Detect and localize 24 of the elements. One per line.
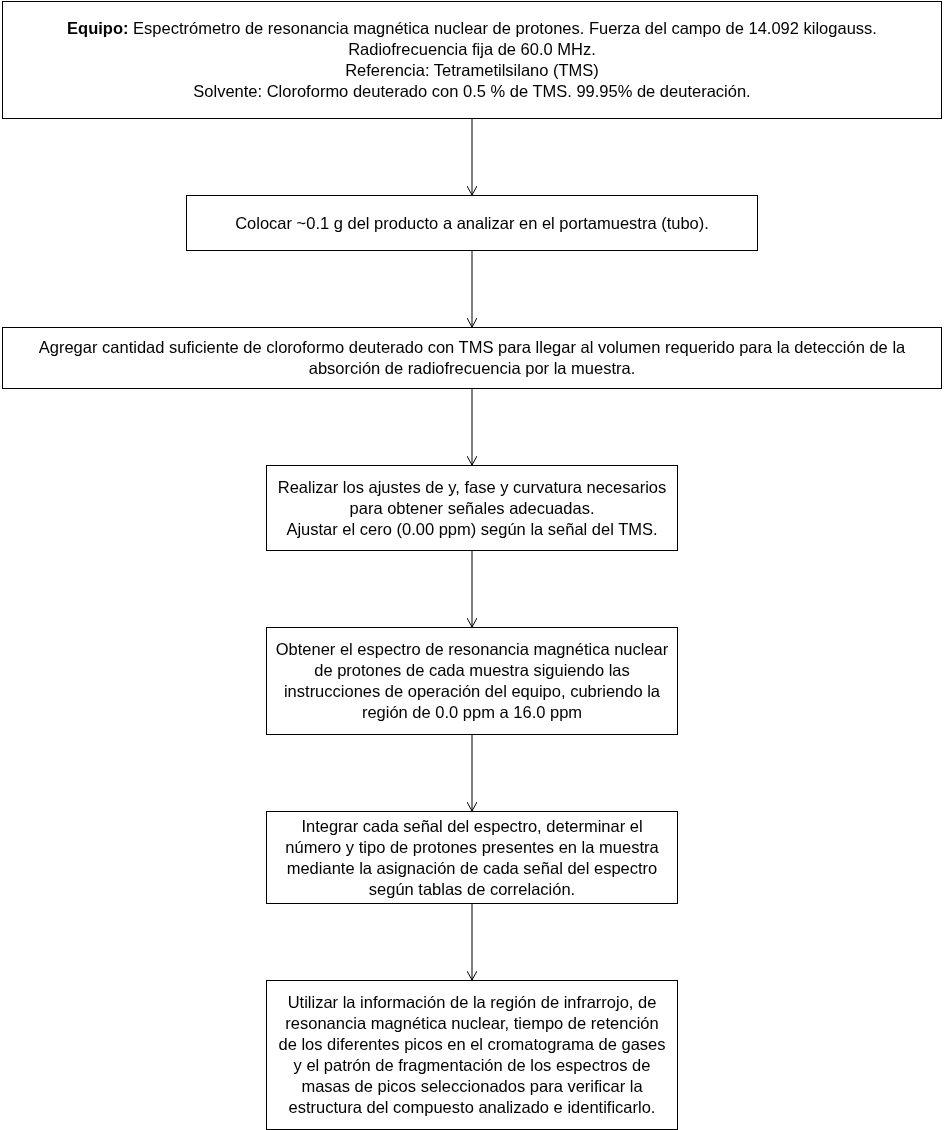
step-text: Utilizar la información de la región de infrarrojo, de resonancia magnética nuclear, tiempo de retención de los diferentes picos en el cromatograma de gases y el patrón de fragmentación de los espectros de masas de picos seleccionados para verificar la estructura del compuesto analizado e identificarlo. bbox=[277, 992, 667, 1118]
arrow bbox=[466, 388, 478, 466]
step-text: Integrar cada señal del espectro, determinar el número y tipo de protones presentes en la muestra mediante la asignación de cada señal del espectro según tablas de correlación. bbox=[284, 815, 660, 900]
arrow bbox=[466, 118, 478, 196]
step-text: Solvente: Cloroformo deuterado con 0.5 % de TMS. 99.95% de deuteración. bbox=[193, 81, 751, 102]
arrow bbox=[466, 250, 478, 328]
step-text: Equipo: Espectrómetro de resonancia magnética nuclear de protones. Fuerza del campo de 14.092 kilogauss. bbox=[67, 18, 877, 39]
process-box bbox=[2, 327, 942, 389]
step-text: Ajustar el cero (0.00 ppm) según la señal del TMS. bbox=[286, 518, 658, 540]
step-text: Realizar los ajustes de y, fase y curvatura necesarios para obtener señales adecuadas. bbox=[276, 476, 668, 519]
step-text: Referencia: Tetrametilsilano (TMS) bbox=[345, 60, 599, 81]
arrow bbox=[466, 734, 478, 812]
step-text: Obtener el espectro de resonancia magnética nuclear de protones de cada muestra siguiendo las instrucciones de operación del equipo, cubriendo la región de 0.0 ppm a 16.0 ppm bbox=[275, 639, 669, 723]
process-box bbox=[186, 195, 758, 251]
process-box bbox=[266, 811, 678, 904]
process-box bbox=[2, 1, 942, 119]
process-box bbox=[266, 980, 678, 1130]
step-text: Colocar ~0.1 g del producto a analizar en el portamuestra (tubo). bbox=[235, 212, 709, 234]
process-box bbox=[266, 465, 678, 551]
arrow bbox=[466, 903, 478, 981]
step-text: Radiofrecuencia fija de 60.0 MHz. bbox=[348, 39, 596, 60]
arrow bbox=[466, 550, 478, 628]
process-box bbox=[266, 627, 678, 735]
step-text: Agregar cantidad suficiente de cloroformo deuterado con TMS para llegar al volumen requerido para la detección de la absorción de radiofrecuencia por la muestra. bbox=[37, 337, 907, 379]
